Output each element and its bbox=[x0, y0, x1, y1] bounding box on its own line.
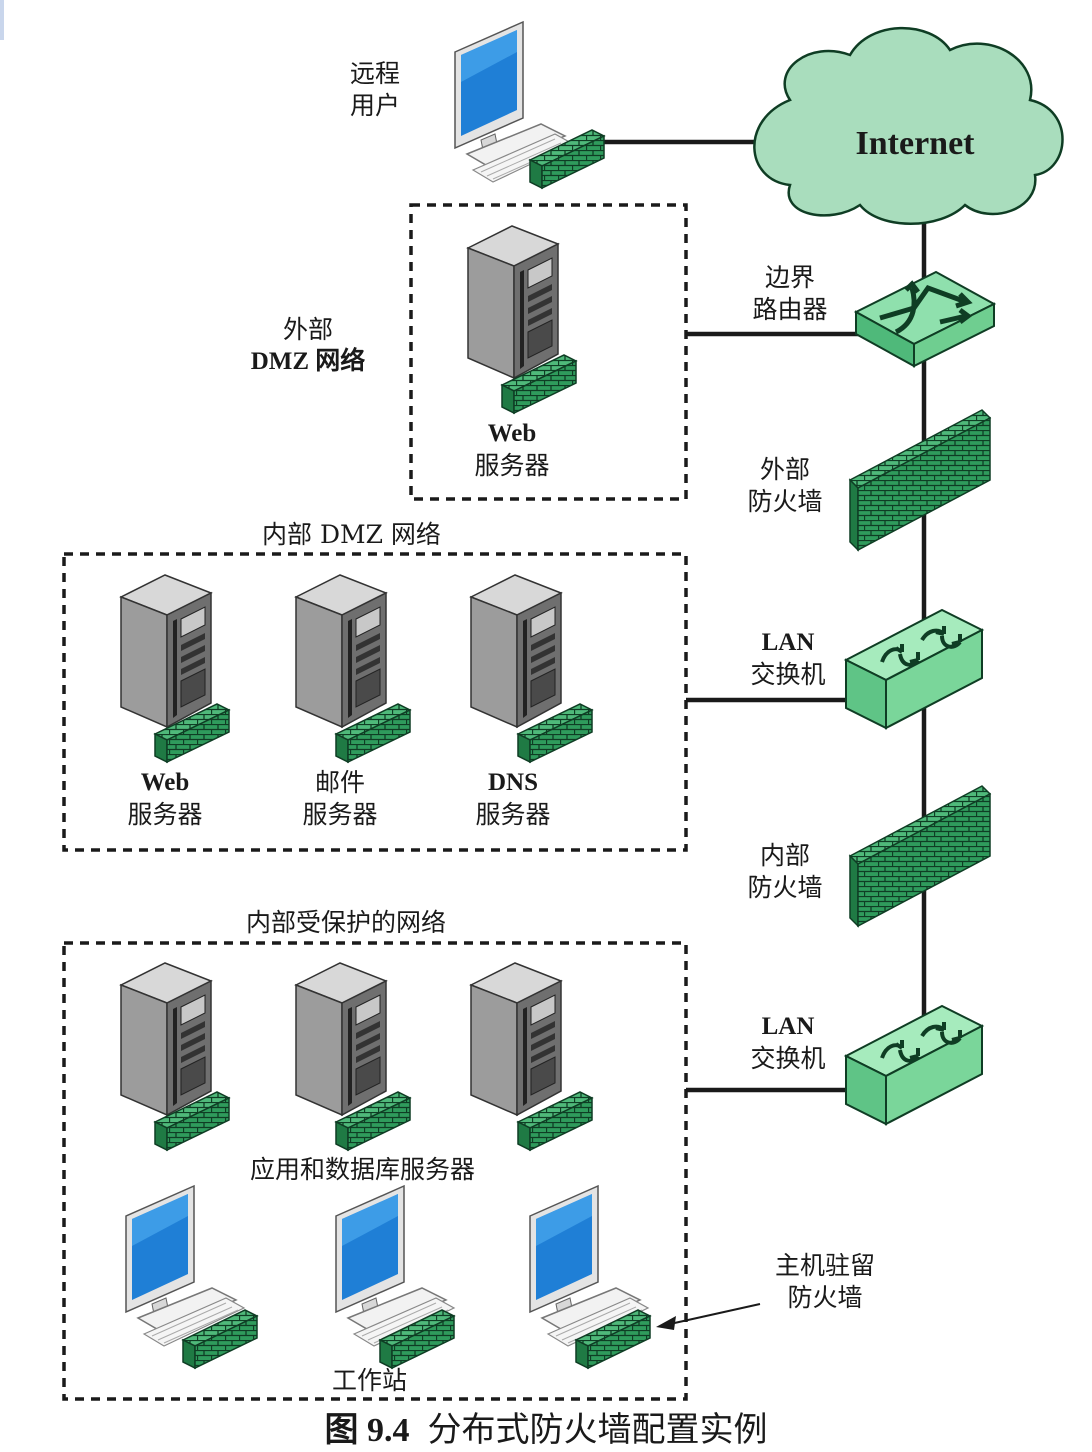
servers-label: 应用和数据库服务器 bbox=[250, 1155, 476, 1184]
app-server-1-icon bbox=[120, 962, 212, 1116]
external-web-server-icon bbox=[467, 225, 559, 379]
figure-caption: 图 9.4 分布式防火墙配置实例 bbox=[0, 1402, 1092, 1451]
internal-web-server-icon bbox=[120, 574, 212, 728]
lan-switch-2-icon bbox=[844, 1004, 984, 1126]
internal-firewall-icon bbox=[849, 785, 991, 927]
remote-user-label: 远程用户 bbox=[349, 59, 400, 120]
border-router-icon bbox=[853, 270, 997, 368]
protected-network-title: 内部受保护的网络 bbox=[246, 908, 447, 937]
host-firewall-arrow bbox=[656, 1303, 761, 1330]
external-firewall-label: 外部防火墙 bbox=[747, 455, 823, 516]
external-firewall-icon bbox=[849, 409, 991, 551]
db-server-icon bbox=[470, 962, 562, 1116]
figure-number: 图 9.4 bbox=[324, 1412, 410, 1449]
workstations-label: 工作站 bbox=[332, 1366, 408, 1395]
border-router-label: 边界路由器 bbox=[752, 263, 828, 324]
app-server-2-icon bbox=[295, 962, 387, 1116]
protected-network-box bbox=[62, 941, 688, 1401]
external-dmz-box bbox=[409, 203, 688, 501]
internal-firewall-label: 内部防火墙 bbox=[747, 841, 823, 902]
host-firewall-label: 主机驻留防火墙 bbox=[774, 1251, 875, 1312]
internal-dmz-title: 内部 DMZ 网络 bbox=[262, 520, 441, 549]
dns-server-icon bbox=[470, 574, 562, 728]
internet-label: Internet bbox=[855, 125, 975, 162]
window-edge bbox=[0, 0, 4, 40]
internal-dmz-box bbox=[62, 552, 688, 852]
internet-cloud bbox=[753, 26, 1064, 225]
mail-server-icon bbox=[295, 574, 387, 728]
lan-switch-1-icon bbox=[844, 608, 984, 730]
figure-title: 分布式防火墙配置实例 bbox=[427, 1410, 768, 1450]
mail-server-label: 邮件服务器 bbox=[302, 768, 378, 829]
